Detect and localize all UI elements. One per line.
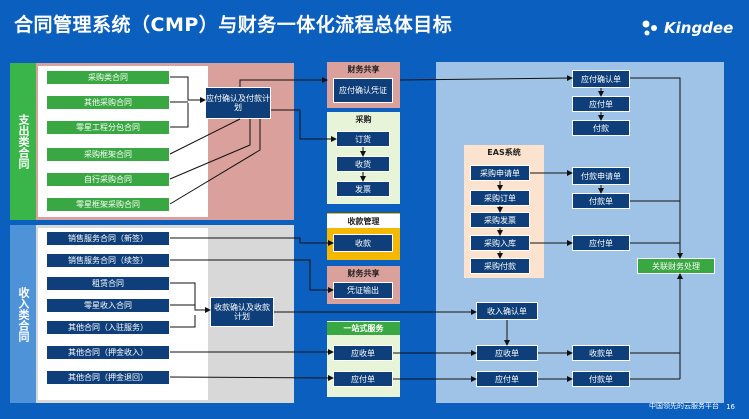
eas-item-5[interactable]: 采购付款 xyxy=(470,258,530,274)
page-number: 16 xyxy=(726,403,735,411)
eas-item-4[interactable]: 采购入库 xyxy=(470,235,530,251)
logo: Kingdee xyxy=(640,18,733,38)
income-contract-4[interactable]: 零星收入合同 xyxy=(46,298,170,313)
eas-item-1[interactable]: 采购申请单 xyxy=(470,165,530,181)
receiving[interactable]: 收货 xyxy=(336,156,390,172)
income-contract-1[interactable]: 销售服务合同（新签） xyxy=(46,231,170,246)
income-section-label: 收入类合同 xyxy=(10,225,36,403)
receipt-mgmt-label: 收款管理 xyxy=(327,214,400,228)
pay-apply[interactable]: 付款申请单 xyxy=(572,167,630,185)
pay-doc[interactable]: 付款单 xyxy=(572,193,630,209)
fin-share-label: 财务共享 xyxy=(347,65,380,74)
payment-r[interactable]: 付款单 xyxy=(572,371,630,387)
payment-right[interactable]: 付款 xyxy=(572,120,630,136)
receipt[interactable]: 收款 xyxy=(333,234,393,252)
voucher-output[interactable]: 凭证输出 xyxy=(333,282,393,299)
eas-label: EAS系统 xyxy=(487,148,521,157)
expense-contract-5[interactable]: 自行采购合同 xyxy=(46,172,170,187)
footer-text: 中国领先的云服务平台 xyxy=(649,402,719,410)
invoice[interactable]: 发票 xyxy=(336,181,390,197)
expense-contract-1[interactable]: 采购类合同 xyxy=(46,70,170,85)
logo-text: Kingdee xyxy=(664,19,734,37)
income-confirm[interactable]: 收入确认单 xyxy=(476,302,538,320)
payable-mid[interactable]: 应付单 xyxy=(333,371,393,387)
income-contract-6[interactable]: 其他合同（押金收入） xyxy=(46,345,170,360)
expense-contract-3[interactable]: 零星工程分包合同 xyxy=(46,120,170,135)
receivable-mid[interactable]: 应收单 xyxy=(333,345,393,361)
page-title: 合同管理系统（CMP）与财务一体化流程总体目标 xyxy=(14,14,453,36)
expense-contract-6[interactable]: 零星框架采购合同 xyxy=(46,197,170,212)
kingdee-logo-icon xyxy=(642,20,657,36)
purchase-label: 采购 xyxy=(355,115,372,124)
expense-contract-4[interactable]: 采购框架合同 xyxy=(46,147,170,162)
payment-section-label: 支出类合同 xyxy=(10,63,36,220)
payment-inner xyxy=(38,66,208,217)
expense-contract-2[interactable]: 其他采购合同 xyxy=(46,95,170,110)
receipt-r[interactable]: 收款单 xyxy=(572,345,630,361)
pay-confirm-right[interactable]: 应付确认单 xyxy=(572,70,630,88)
rec-plan-box[interactable]: 收款确认及收款计划 xyxy=(210,297,274,327)
income-contract-2[interactable]: 销售服务合同（续签） xyxy=(46,253,170,268)
purchase-order[interactable]: 订货 xyxy=(336,131,390,147)
payable-r[interactable]: 应付单 xyxy=(476,371,538,387)
one-stop-label: 一站式服务 xyxy=(327,322,400,335)
income-contract-3[interactable]: 租赁合同 xyxy=(46,276,170,291)
payable-3[interactable]: 应付单 xyxy=(572,235,630,251)
eas-item-3[interactable]: 采购发票 xyxy=(470,212,530,228)
fin-share2-label: 财务共享 xyxy=(347,268,380,278)
payable-right[interactable]: 应付单 xyxy=(572,96,630,112)
income-contract-5[interactable]: 其他合同（入驻服务） xyxy=(46,320,170,335)
income-contract-7[interactable]: 其他合同（押金退回） xyxy=(46,370,170,385)
gl-processing[interactable]: 关联财务处理 xyxy=(637,258,715,274)
pay-plan-box[interactable]: 应付确认及付款计划 xyxy=(205,87,271,119)
eas-item-2[interactable]: 采购订单 xyxy=(470,190,530,206)
pay-confirm-voucher[interactable]: 应付确认凭证 xyxy=(333,78,393,103)
receivable-r[interactable]: 应收单 xyxy=(476,345,538,361)
